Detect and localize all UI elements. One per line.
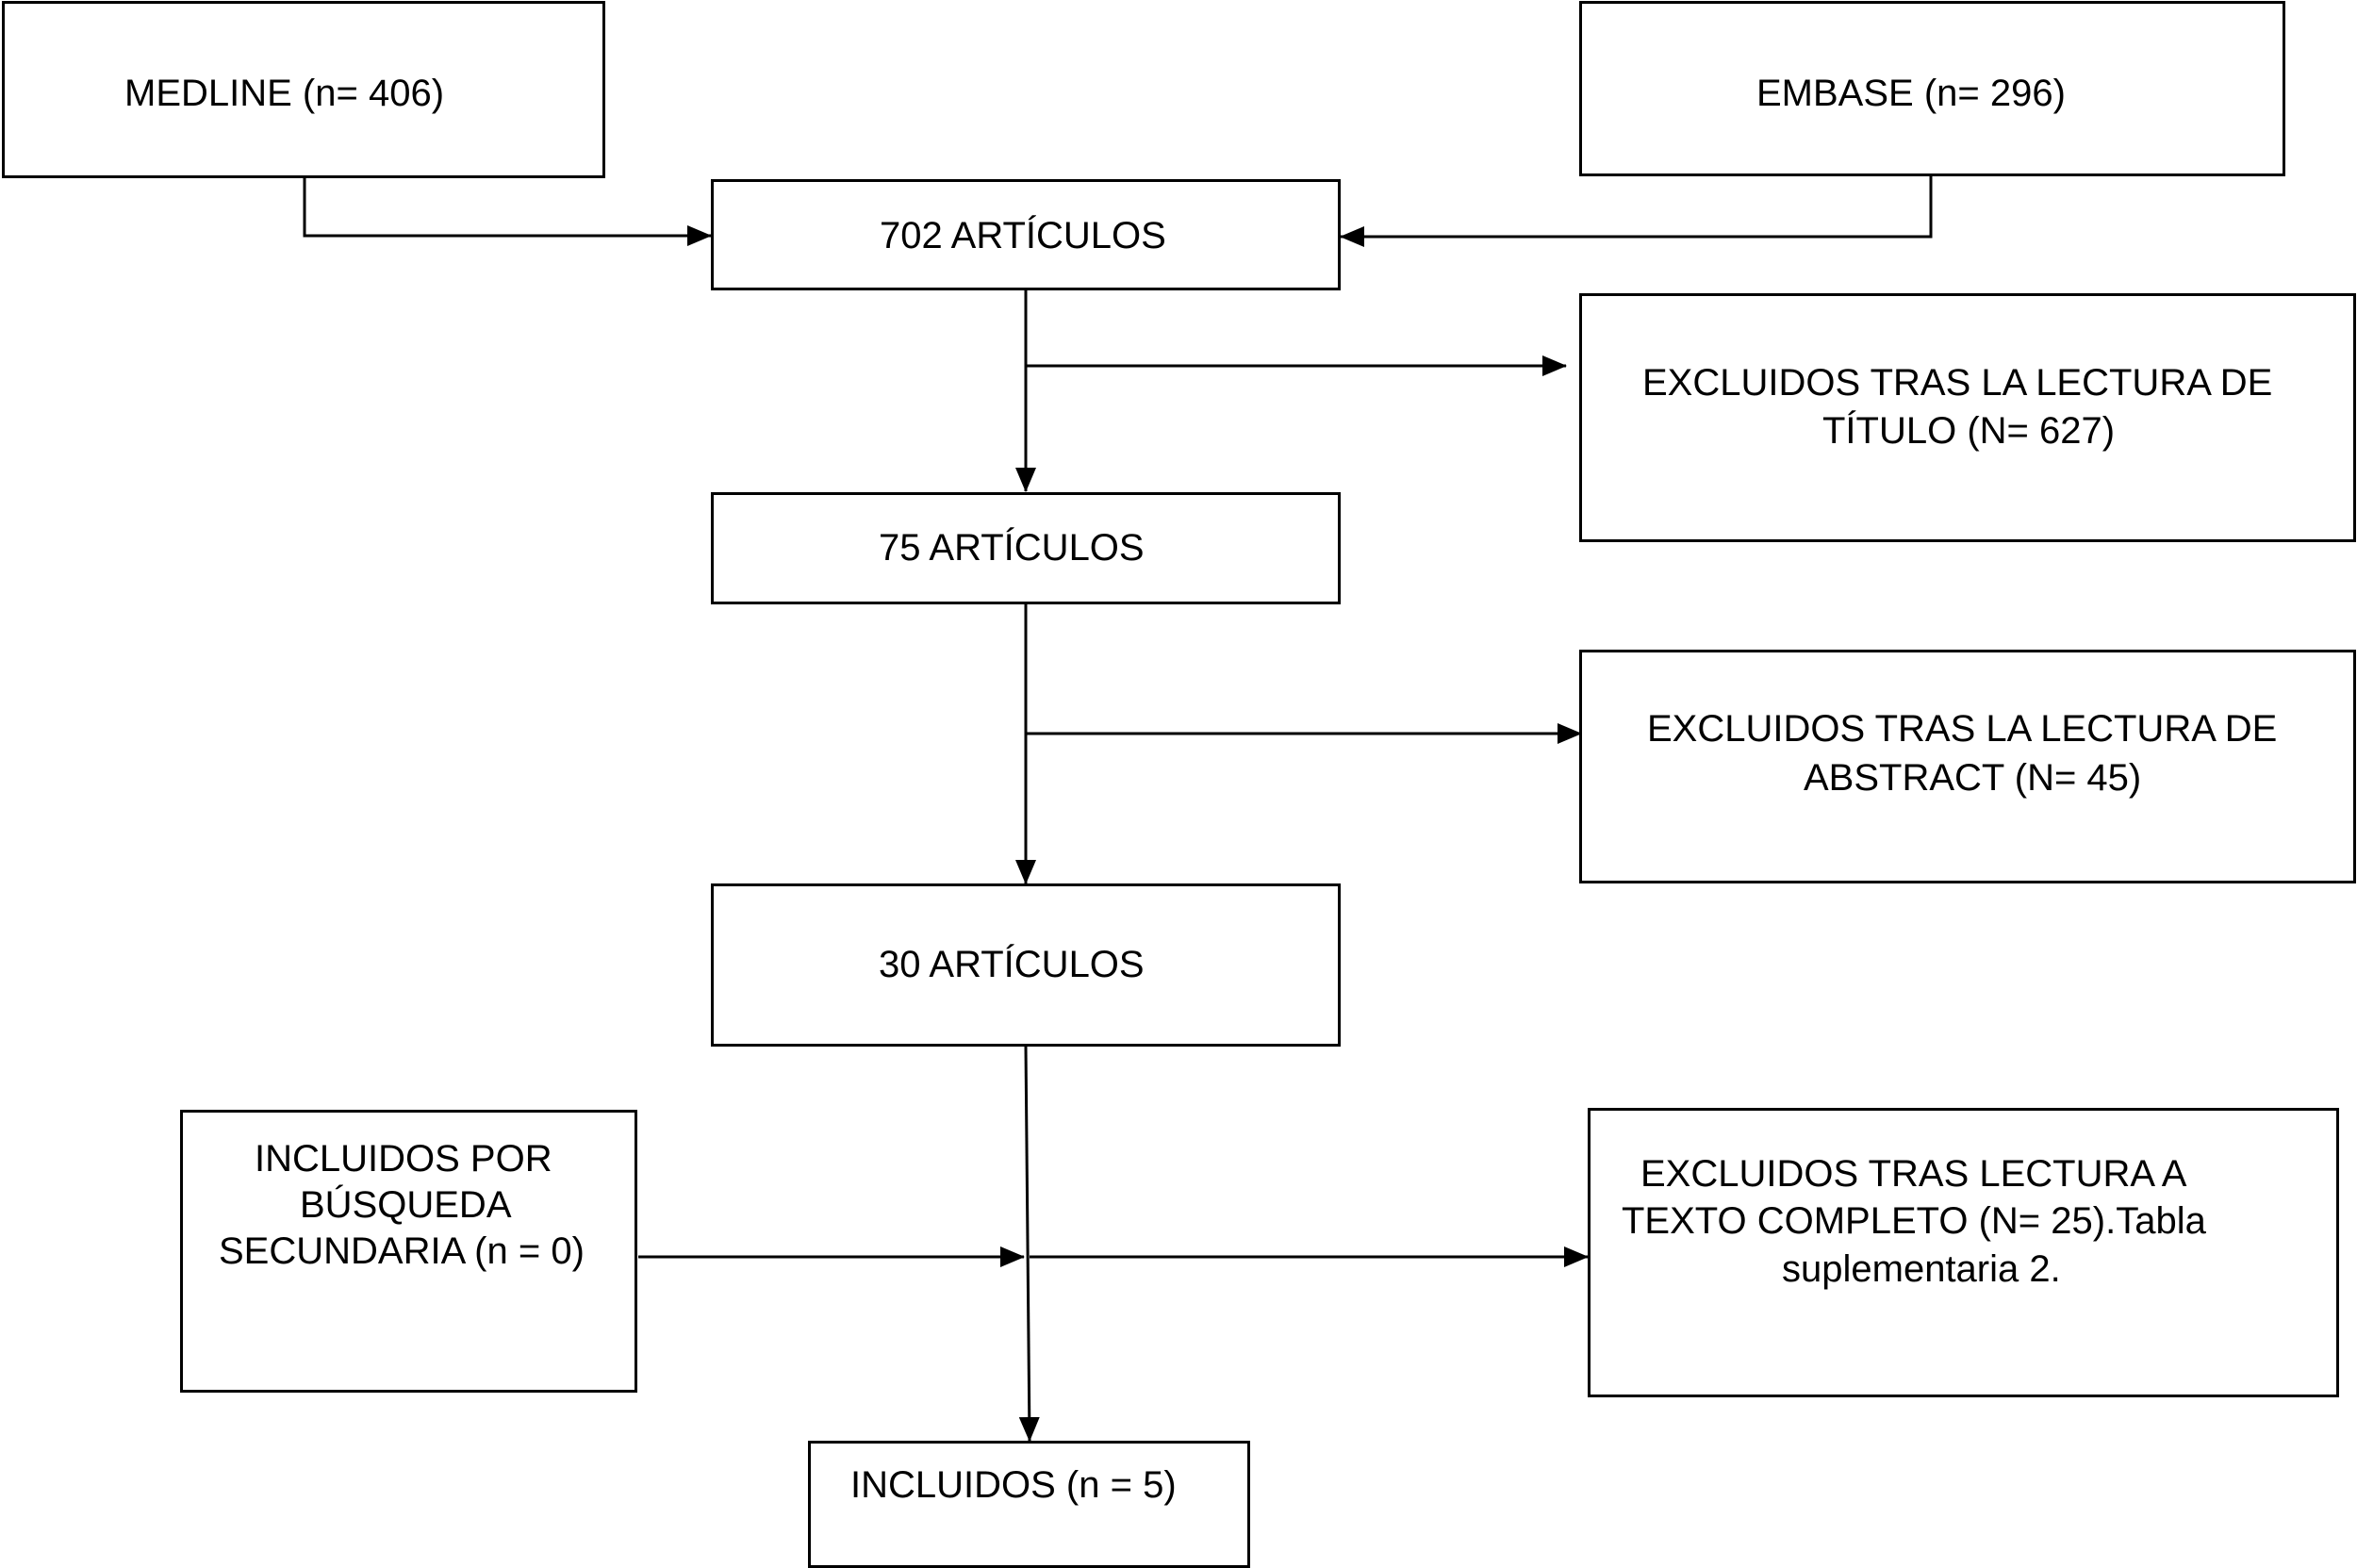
arrow-30-to-included (1018, 1046, 1040, 1442)
box-medline (2, 1, 605, 178)
included-label: INCLUIDOS (n = 5) (850, 1464, 1177, 1506)
excluded-fulltext-line3: suplementaria 2. (1782, 1248, 2061, 1290)
excluded-fulltext-line1: EXCLUIDOS TRAS LECTURA A (1640, 1153, 2187, 1195)
box-702-articles (711, 179, 1341, 290)
box-secondary-search (180, 1110, 637, 1393)
box-75-articles (711, 492, 1341, 604)
box-30-articles (711, 883, 1341, 1047)
box-excluded-title (1579, 293, 2356, 542)
excluded-title-line1: EXCLUIDOS TRAS LA LECTURA DE (1642, 362, 2273, 404)
box-excluded-abstract (1579, 650, 2356, 883)
embase-label: EMBASE (n= 296) (1756, 73, 2066, 114)
box-included (808, 1441, 1250, 1568)
arrow-medline-to-702 (303, 177, 712, 246)
box-embase (1579, 1, 2285, 176)
box-excluded-fulltext (1588, 1108, 2339, 1397)
secondary-search-line1: INCLUIDOS POR (255, 1138, 552, 1180)
articles-702-label: 702 ARTÍCULOS (880, 215, 1166, 256)
excluded-fulltext-line2: TEXTO COMPLETO (N= 25).Tabla (1622, 1200, 2206, 1242)
excluded-abstract-line1: EXCLUIDOS TRAS LA LECTURA DE (1647, 708, 2278, 750)
secondary-search-line3: SECUNDARIA (n = 0) (219, 1230, 585, 1272)
articles-75-label: 75 ARTÍCULOS (879, 527, 1145, 569)
articles-30-label: 30 ARTÍCULOS (879, 944, 1145, 985)
excluded-abstract-line2: ABSTRACT (N= 45) (1804, 757, 2142, 799)
excluded-title-line2: TÍTULO (N= 627) (1822, 410, 2116, 452)
medline-label: MEDLINE (n= 406) (124, 73, 445, 114)
secondary-search-line2: BÚSQUEDA (300, 1184, 512, 1226)
arrow-embase-to-702 (1340, 175, 1933, 247)
